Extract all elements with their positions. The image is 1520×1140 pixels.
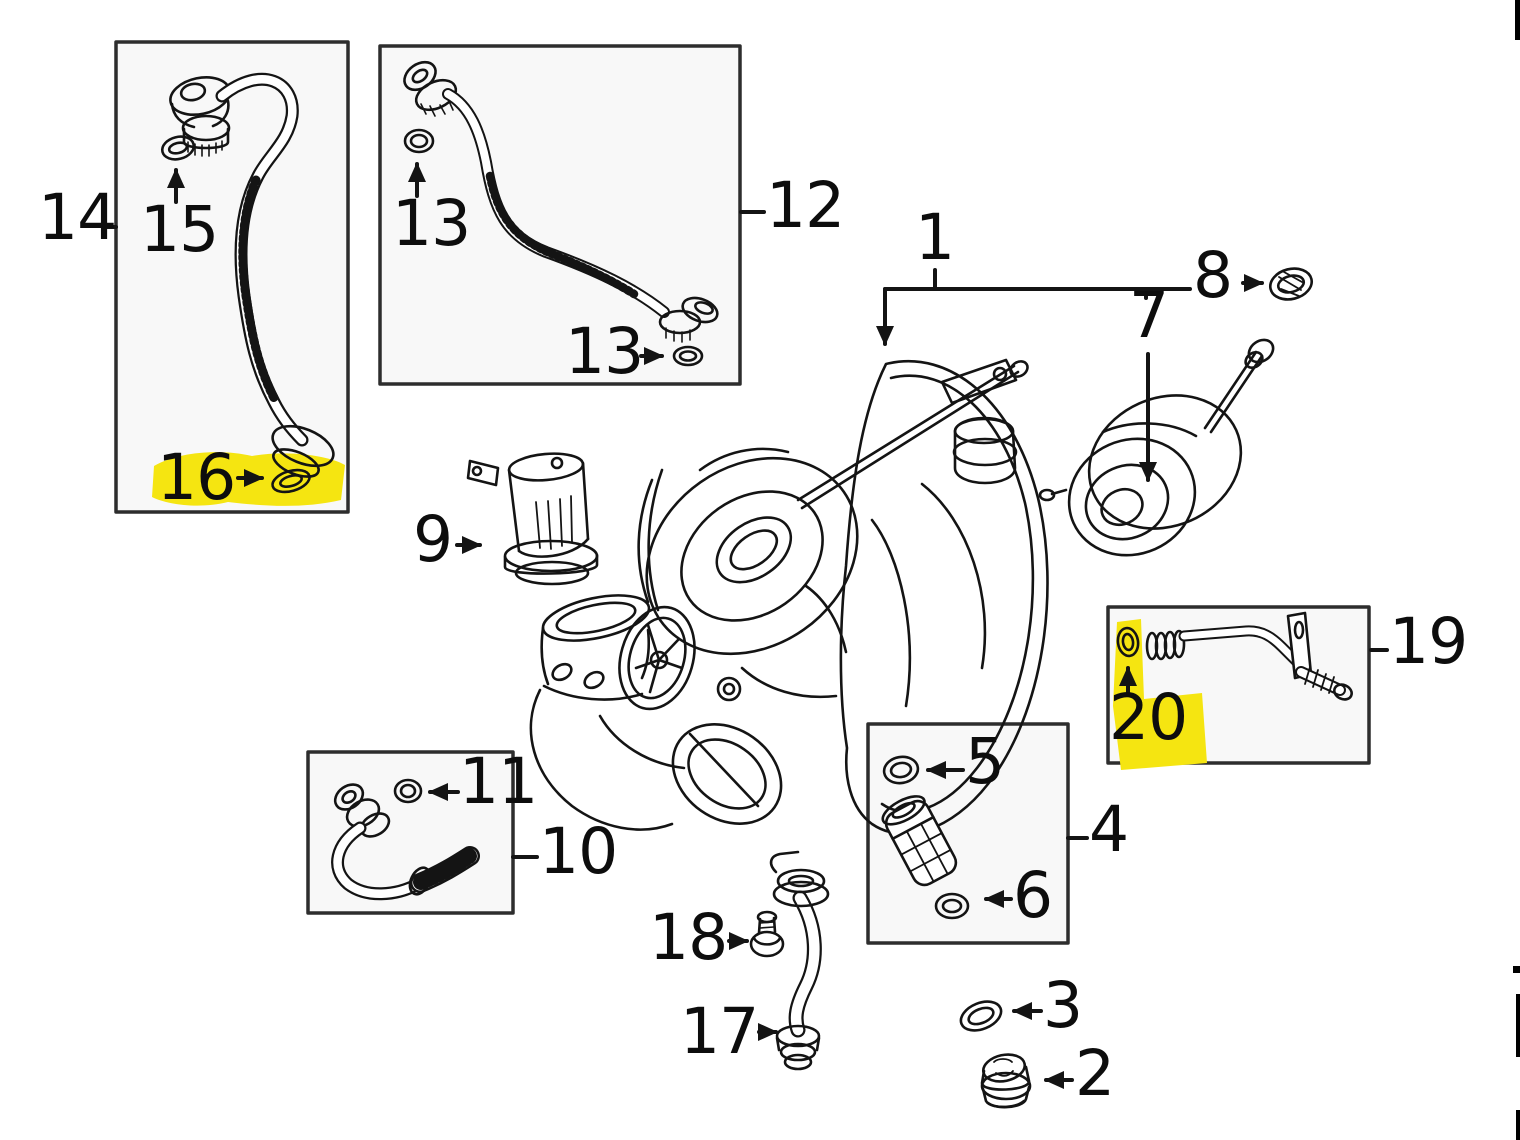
- part-11-seal-ring: [393, 778, 423, 804]
- part-4-fitting-kit: [881, 755, 970, 920]
- screen-edge-artifacts: [1513, 0, 1520, 1140]
- part-3-seal-ring: [959, 1000, 1003, 1032]
- part-6-seal-ring: [934, 892, 970, 920]
- part-8-seal: [1269, 267, 1313, 301]
- callout-19[interactable]: 19: [1389, 605, 1468, 678]
- edge-mark-bottom: [1516, 1110, 1520, 1140]
- part-7-wastegate-actuator: [1038, 338, 1275, 557]
- callout-17[interactable]: 17: [680, 995, 759, 1068]
- part-15-seal-ring: [160, 135, 196, 161]
- callout-4[interactable]: 4: [1089, 793, 1129, 866]
- part-13-seal-ring-lower: [672, 345, 704, 367]
- edge-mark-mid: [1516, 994, 1520, 1057]
- callout-10[interactable]: 10: [539, 815, 618, 888]
- part-14-oil-supply-pipe: [160, 72, 335, 494]
- callout-13-lower[interactable]: 13: [565, 315, 644, 388]
- box-14: [114, 40, 350, 514]
- callout-2[interactable]: 2: [1075, 1037, 1115, 1110]
- callout-18[interactable]: 18: [649, 901, 728, 974]
- callout-11[interactable]: 11: [459, 745, 538, 818]
- callout-15[interactable]: 15: [140, 193, 219, 266]
- leader-1-7-8-network: [883, 268, 1192, 300]
- callout-13-upper[interactable]: 13: [392, 187, 471, 260]
- highlight-20: [1113, 619, 1207, 770]
- part-18-grommet: [749, 910, 785, 958]
- part-16-seal-ring-highlighted: [271, 468, 311, 494]
- part-20-seal-ring-highlighted: [1116, 626, 1140, 658]
- leader-lines: [102, 162, 1389, 1089]
- part-10-oil-return-hose: [331, 778, 480, 901]
- part-13-seal-ring-upper: [403, 128, 435, 154]
- callout-16-highlighted[interactable]: 16: [157, 441, 236, 514]
- edge-mark-top: [1515, 0, 1520, 40]
- callout-7[interactable]: 7: [1129, 279, 1169, 352]
- callout-5[interactable]: 5: [965, 725, 1005, 798]
- edge-mark-small: [1513, 966, 1520, 973]
- part-17-oil-drain-pipe: [769, 850, 830, 1071]
- callout-14[interactable]: 14: [38, 181, 117, 254]
- part-1-turbocharger: [529, 358, 1049, 836]
- callout-20-highlighted[interactable]: 20: [1109, 681, 1188, 754]
- part-2-plug: [980, 1053, 1032, 1109]
- part-9-solenoid-valve: [466, 452, 599, 586]
- callout-9[interactable]: 9: [413, 503, 453, 576]
- callout-12[interactable]: 12: [766, 169, 845, 242]
- part-4-check-valve: [881, 795, 958, 887]
- callout-3[interactable]: 3: [1043, 969, 1083, 1042]
- part-12-oil-feed-pipe: [403, 60, 719, 367]
- part-5-seal-ring: [882, 755, 920, 785]
- box-12: [378, 44, 742, 386]
- callout-6[interactable]: 6: [1013, 859, 1053, 932]
- callout-1[interactable]: 1: [915, 201, 955, 274]
- part-19-coolant-pipe: [1116, 611, 1353, 701]
- callout-8[interactable]: 8: [1193, 239, 1233, 312]
